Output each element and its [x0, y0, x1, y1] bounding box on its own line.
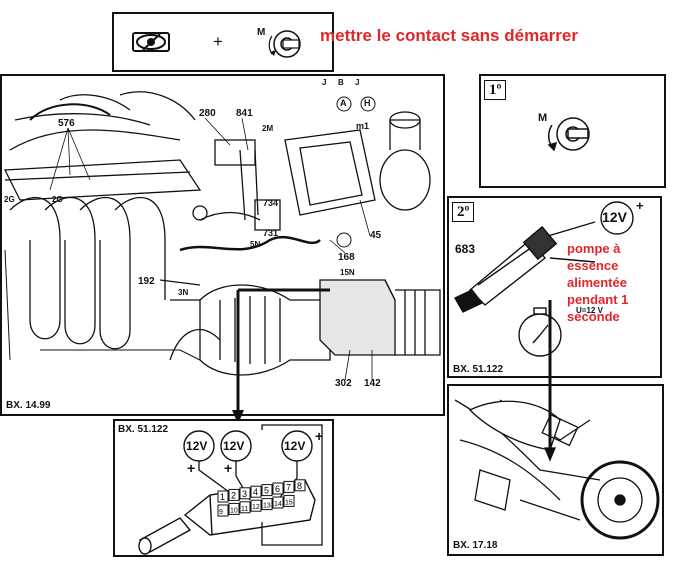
callout-302: 302: [335, 378, 352, 389]
step2-figure-label: BX. 51.122: [453, 364, 504, 375]
key-position-label: M: [257, 27, 266, 38]
connector-figure-label: BX. 51.122: [118, 424, 169, 435]
callout-142: 142: [364, 378, 381, 389]
callout-192: 192: [138, 276, 155, 287]
step2-note: pompe à essence alimentée pendant 1 seco…: [567, 241, 629, 324]
callout-280: 280: [199, 108, 216, 119]
motorcycle-figure-label: BX. 17.18: [453, 540, 498, 551]
connector-sign-3: +: [315, 428, 324, 444]
motorcycle-view-box: [447, 384, 664, 556]
callout-15n: 15N: [340, 268, 355, 277]
callout-h: H: [364, 98, 371, 108]
connector-voltage-1: 12V: [186, 439, 208, 453]
instruction-text: mettre le contact sans démarrer: [320, 26, 578, 45]
engine-figure-label: BX. 14.99: [6, 400, 51, 411]
callout-b: B: [338, 78, 344, 87]
step2-part-number: 683: [455, 242, 476, 256]
callout-5n: 5N: [250, 240, 261, 249]
step2-number: 2º: [452, 202, 475, 222]
step2-plus-sign: +: [636, 198, 644, 213]
callout-841: 841: [236, 108, 253, 119]
callout-2g-a: 2G: [4, 195, 15, 204]
connector-sign-2: +: [224, 460, 233, 476]
callout-m1: m1: [356, 121, 370, 131]
callout-576: 576: [58, 118, 75, 129]
plus-sign: +: [213, 32, 223, 51]
header-instruction-box: [112, 12, 334, 72]
step1-number: 1º: [484, 80, 507, 100]
callout-j-a: J: [322, 78, 327, 87]
connector-sign-1: +: [187, 460, 196, 476]
step2-meter-label: U=12 V: [576, 306, 603, 315]
callout-2m: 2M: [262, 124, 274, 133]
callout-168: 168: [338, 252, 355, 263]
step1-box: [479, 74, 666, 188]
callout-a: A: [340, 98, 347, 108]
callout-731: 731: [263, 228, 279, 238]
callout-2g-b: 2G: [52, 195, 63, 204]
callout-45: 45: [370, 230, 382, 241]
step1-key-position: M: [538, 112, 548, 124]
connector-voltage-3: 12V: [284, 439, 306, 453]
connector-voltage-2: 12V: [223, 439, 245, 453]
callout-3n: 3N: [178, 288, 189, 297]
callout-734: 734: [263, 198, 279, 208]
callout-j-b: J: [355, 78, 360, 87]
step2-voltage-label: 12V: [602, 209, 627, 225]
